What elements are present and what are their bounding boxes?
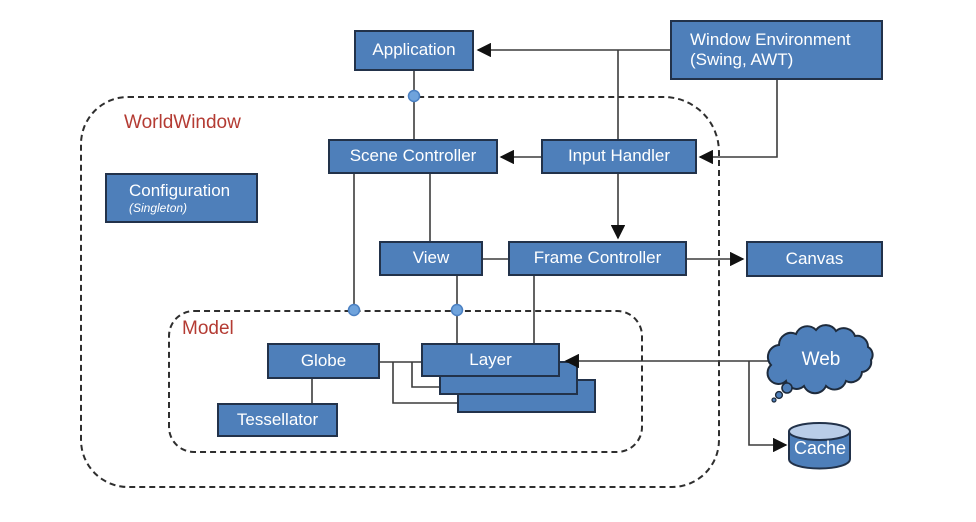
cloud-bubble-2	[774, 390, 784, 400]
web-label: Web	[801, 349, 841, 370]
worldwindow-container	[80, 96, 720, 488]
window-environment-line2: (Swing, AWT)	[690, 50, 794, 69]
model-label: Model	[182, 318, 234, 339]
node-window-environment: Window Environment (Swing, AWT)	[670, 20, 883, 80]
configuration-label: Configuration	[129, 180, 231, 200]
window-environment-text: Window Environment (Swing, AWT)	[672, 30, 851, 71]
configuration-stereotype: (Singleton)	[129, 201, 188, 215]
node-application: Application	[354, 30, 474, 71]
model-container	[168, 310, 643, 453]
node-tessellator: Tessellator	[217, 403, 338, 437]
node-input-handler: Input Handler	[541, 139, 697, 174]
window-environment-line1: Window Environment	[690, 29, 851, 49]
node-frame-controller: Frame Controller	[508, 241, 687, 276]
node-globe: Globe	[267, 343, 380, 379]
node-view: View	[379, 241, 483, 276]
cloud-bubble-3	[771, 397, 777, 403]
cloud-bubble-1	[781, 382, 793, 394]
configuration-text: Configuration (Singleton)	[107, 181, 230, 216]
edge-web-cache-arrow	[748, 361, 788, 453]
cache-label: Cache	[793, 438, 847, 458]
node-scene-controller: Scene Controller	[328, 139, 498, 174]
worldwindow-label: WorldWindow	[124, 112, 241, 133]
node-layer: Layer	[421, 343, 560, 377]
node-configuration: Configuration (Singleton)	[105, 173, 258, 223]
node-canvas: Canvas	[746, 241, 883, 277]
